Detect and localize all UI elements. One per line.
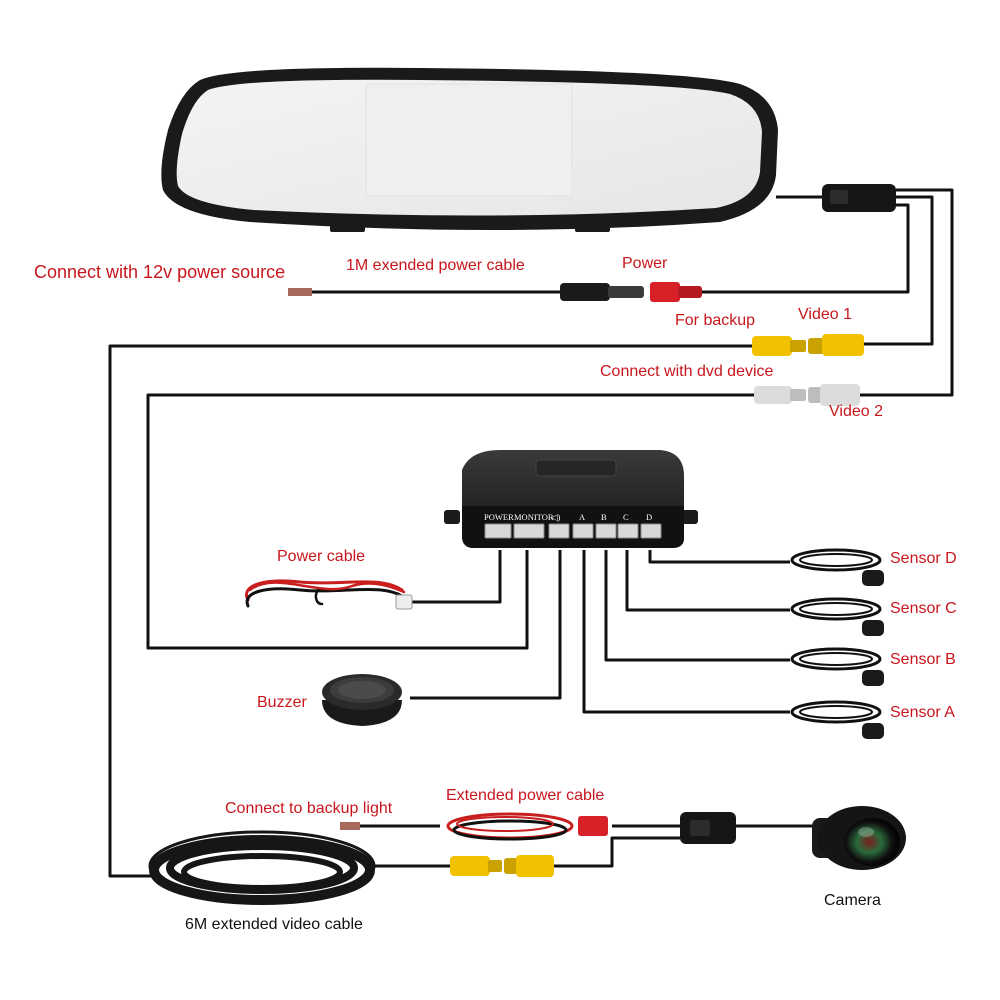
cable-network (108, 188, 954, 878)
buzzer-device (322, 674, 402, 726)
mirror-splitter (822, 184, 896, 212)
power-plug-red (650, 282, 702, 302)
sensor-c-cable (625, 550, 790, 612)
label-power-cable: Power cable (277, 548, 366, 565)
bare-wire-12v (288, 288, 312, 296)
sensor-d-cable (648, 550, 790, 564)
port-label-speaker: ◁) (551, 512, 561, 522)
rca-video2-connectors (754, 384, 860, 406)
sensor-a-unit (790, 700, 884, 739)
sensor-b-cable (604, 550, 790, 662)
label-for-backup: For backup (675, 312, 756, 329)
dc-plug (560, 283, 644, 301)
port-label-a: A (579, 512, 586, 522)
sensor-d-unit (790, 548, 884, 586)
port-label-d: D (646, 512, 652, 522)
port-label-monitor: MONITOR (514, 512, 554, 522)
label-sensor-a: Sensor A (890, 704, 955, 721)
power-branch-cable (700, 203, 910, 294)
mirror-monitor (161, 67, 779, 232)
port-label-power: POWER (484, 512, 514, 522)
port-label-c: C (623, 512, 629, 522)
monitor-video-cable (146, 393, 754, 650)
sensor-a-cable (582, 550, 790, 714)
port-label-b: B (601, 512, 607, 522)
label-connect-backup-light: Connect to backup light (225, 800, 393, 817)
label-sensor-d: Sensor D (890, 550, 957, 567)
label-extended-power-cable: Extended power cable (446, 787, 605, 804)
label-video-1: Video 1 (798, 306, 852, 323)
bare-wire-backup-light (340, 822, 360, 830)
label-video-2: Video 2 (829, 403, 883, 420)
video-cable-coil (148, 830, 376, 905)
video2-branch-cable (860, 188, 954, 397)
camera-device (812, 806, 906, 870)
camera-splitter (680, 812, 736, 844)
label-sensor-b: Sensor B (890, 651, 956, 668)
rca-video1-connectors (752, 334, 864, 356)
label-6m-video-cable: 6M extended video cable (185, 916, 363, 933)
label-sensor-c: Sensor C (890, 600, 957, 617)
label-power: Power (622, 255, 668, 272)
label-camera: Camera (824, 892, 881, 909)
label-buzzer: Buzzer (257, 694, 307, 711)
rca-camera-connectors (450, 855, 554, 877)
buzzer-cable (410, 550, 562, 700)
camera-video-cable (552, 836, 680, 868)
label-1m-extended-power: 1M exended power cable (346, 257, 525, 274)
sensor-c-unit (790, 597, 884, 636)
label-connect-12v: Connect with 12v power source (34, 262, 286, 282)
extended-power-coil (446, 812, 608, 841)
parking-control-box: POWER MONITOR ◁) A B C D (444, 450, 698, 548)
sensor-b-unit (790, 647, 884, 686)
video1-branch-cable (862, 195, 934, 346)
power-port-cable (412, 550, 502, 604)
label-connect-dvd: Connect with dvd device (600, 363, 774, 380)
backup-video-cable (108, 344, 752, 878)
power-cable-harness (245, 579, 413, 610)
